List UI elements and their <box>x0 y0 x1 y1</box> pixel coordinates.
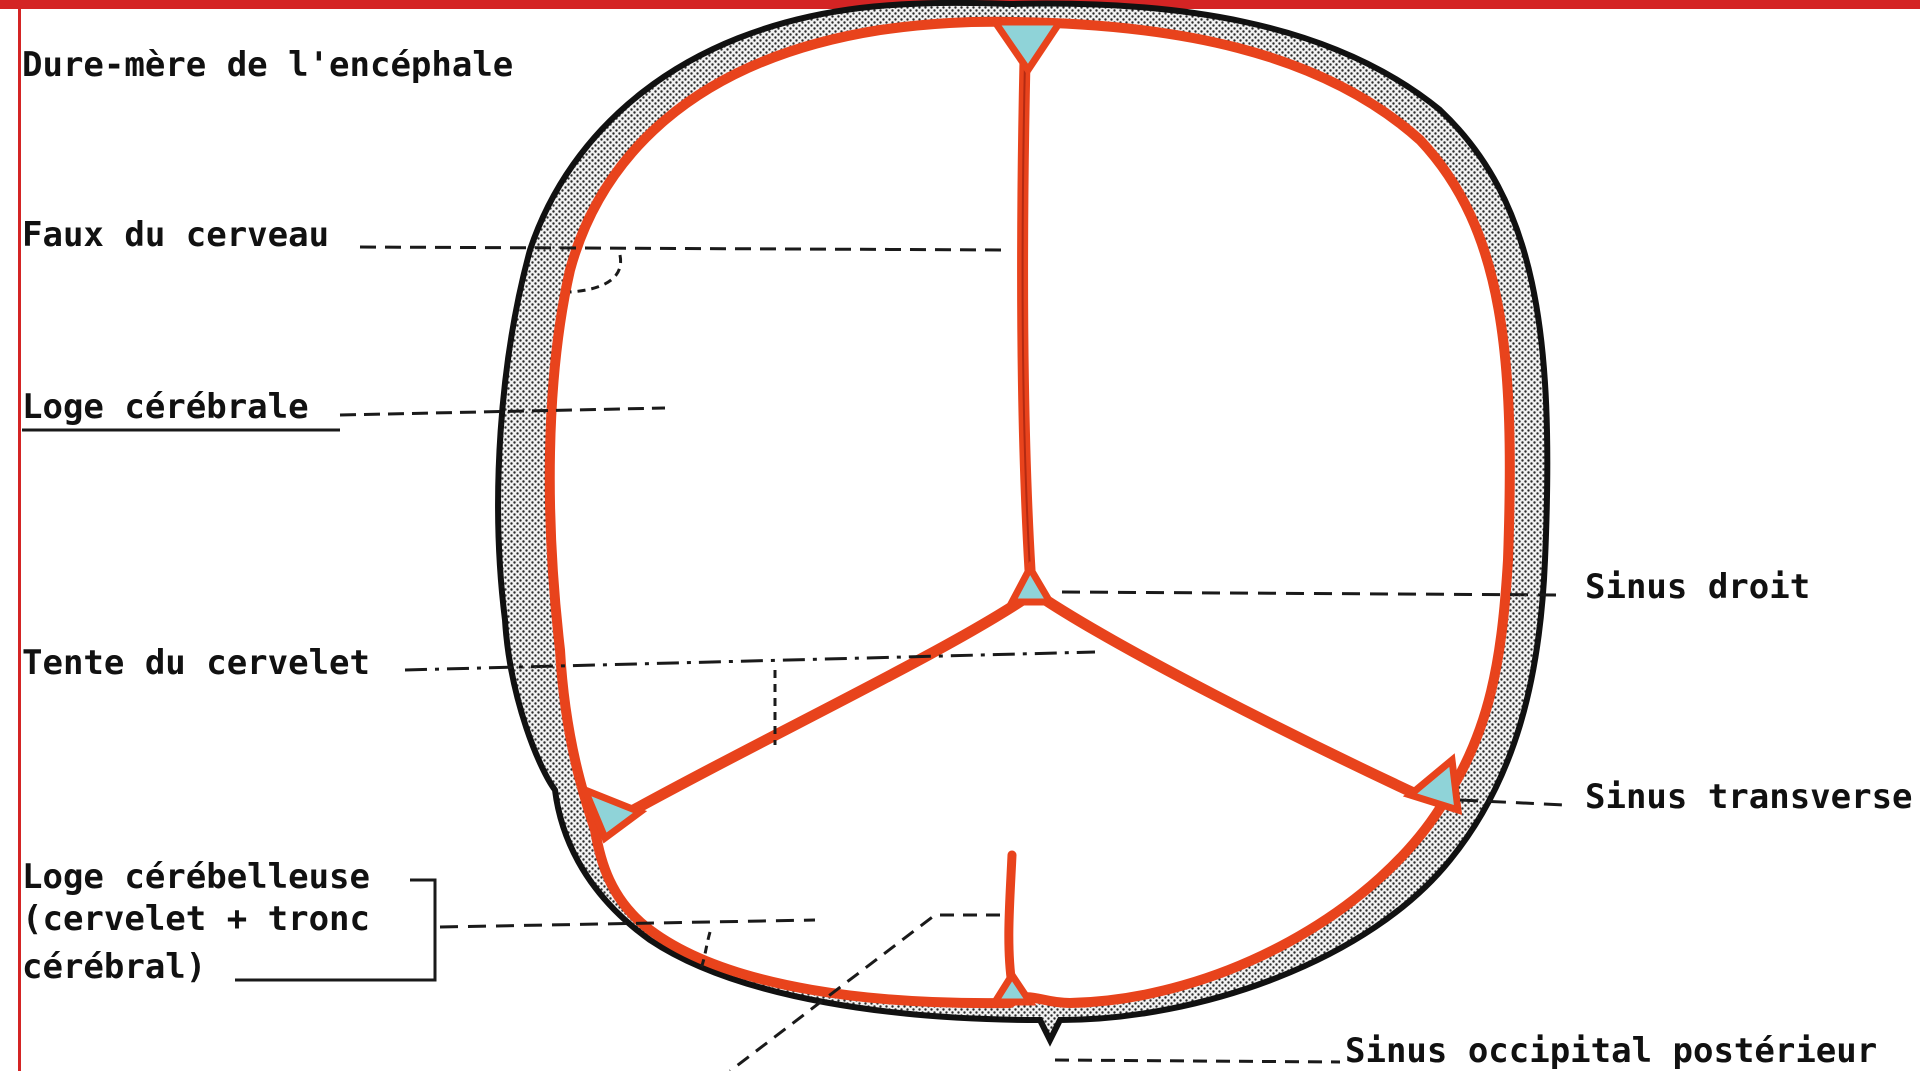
label-dure-mere: Dure-mère de l'encéphale <box>22 45 513 85</box>
label-sinus-occipital: Sinus occipital postérieur <box>1345 1031 1877 1071</box>
label-sinus-transverse: Sinus transverse <box>1585 777 1913 817</box>
label-faux-du-cerveau: Faux du cerveau <box>22 215 329 255</box>
label-sinus-droit: Sinus droit <box>1585 567 1810 607</box>
falx-cerebelli <box>1009 855 1012 985</box>
label-loge-cerebelleuse-2: (cervelet + tronc <box>22 899 370 939</box>
label-tente-du-cervelet: Tente du cervelet <box>22 643 370 683</box>
label-loge-cerebelleuse-3: cérébral) <box>22 947 206 987</box>
label-loge-cerebrale: Loge cérébrale <box>22 387 309 427</box>
leader-sinus-occipital <box>1055 1060 1340 1062</box>
label-loge-cerebelleuse-1: Loge cérébelleuse <box>22 857 370 897</box>
